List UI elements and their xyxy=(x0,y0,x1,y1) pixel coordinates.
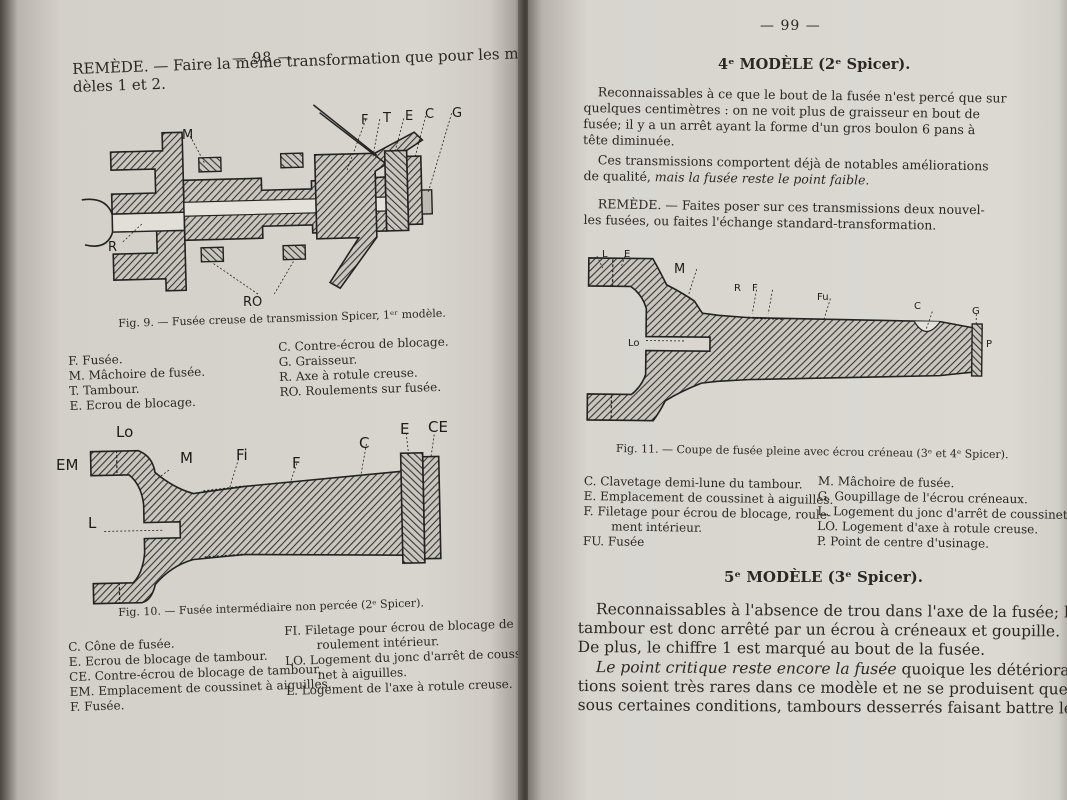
fig10-label-e: E xyxy=(400,420,410,438)
fig9-caption: Fig. 9. — Fusée creuse de transmission S… xyxy=(118,306,446,330)
fig9-locknut xyxy=(405,155,424,226)
fig9-label-f: F xyxy=(361,113,369,128)
fig10-label-m: M xyxy=(180,449,193,467)
fig9-grease-nipple xyxy=(420,189,434,215)
fig9-label-c: C xyxy=(425,107,435,122)
fig9-label-g: G xyxy=(452,106,463,121)
fig11-spindle xyxy=(586,257,975,422)
left-page: — 98 — REMÈDE. — Faire la même transform… xyxy=(0,0,522,800)
fig11-legend-right: M. Mâchoire de fusée. G. Goupillage de l… xyxy=(816,474,1067,551)
paragraph-modele-5-intro: Reconnaissables à l'absence de trou dans… xyxy=(577,600,1067,659)
fig11-nut xyxy=(970,323,983,377)
fig10-label-fi: Fi xyxy=(236,446,248,464)
heading-modele-5: 5ᵉ MODÈLE (3ᵉ Spicer). xyxy=(724,568,923,586)
fig9-yoke-lower xyxy=(112,229,188,292)
right-page: — 99 — 4ᵉ MODÈLE (2ᵉ Spicer). Reconnaiss… xyxy=(528,0,1067,800)
fig10-label-em: EM xyxy=(56,456,79,474)
remede-paragraph: REMÈDE. — Faire la même transformation q… xyxy=(72,43,522,96)
paragraph-modele-5-critical: Le point critique reste encore la fusée … xyxy=(577,658,1067,718)
fig9-yoke-upper xyxy=(109,131,185,215)
figure-11-diagram xyxy=(586,255,983,422)
paragraph-modele-4-intro: Reconnaissables à ce que le bout de la f… xyxy=(583,84,1007,149)
fig11-label-e: E xyxy=(624,249,631,260)
fig10-label-l: L xyxy=(88,514,97,532)
fig10-nut xyxy=(399,451,426,565)
fig10-spindle xyxy=(89,449,406,605)
fig10-legend-right: FI. Filetage pour écrou de blocage de ro… xyxy=(284,616,522,698)
fig11-woodruff-key xyxy=(913,321,941,333)
fig11-label-lo: Lo xyxy=(628,338,640,349)
fig10-label-f: F xyxy=(292,454,301,472)
fig11-label-r: R xyxy=(734,283,741,294)
fig9-label-e: E xyxy=(405,109,414,124)
fig11-label-f: F xyxy=(752,283,758,294)
fig9-label-r: R xyxy=(108,240,118,255)
fig9-label-m: M xyxy=(182,128,194,143)
fig10-label-lo: Lo xyxy=(116,423,134,441)
fig11-label-c: C xyxy=(914,301,921,312)
fig11-label-m: M xyxy=(674,262,686,277)
fig9-label-t: T xyxy=(383,111,391,126)
fig9-legend-right: C. Contre-écrou de blocage. G. Graisseur… xyxy=(278,334,449,399)
heading-modele-4: 4ᵉ MODÈLE (2ᵉ Spicer). xyxy=(718,56,911,73)
fig11-label-l: L xyxy=(602,249,608,260)
page-number-99: — 99 — xyxy=(760,18,821,34)
fig9-legend-left: F. Fusée. M. Mâchoire de fusée. T. Tambo… xyxy=(68,352,206,413)
fig10-locknut xyxy=(421,455,442,560)
figure-10-diagram xyxy=(89,433,442,605)
fig10-label-ce: CE xyxy=(428,418,448,436)
fig9-nut xyxy=(383,149,410,232)
fig9-label-ro: RO xyxy=(243,295,263,310)
fig11-label-g: G xyxy=(972,306,980,317)
fig11-label-p: P xyxy=(986,339,993,350)
figure-9-diagram xyxy=(81,104,453,295)
fig11-legend-left: C. Clavetage demi-lune du tambour. E. Em… xyxy=(582,474,834,549)
fig11-caption: Fig. 11. — Coupe de fusée pleine avec éc… xyxy=(615,442,1009,462)
fig11-label-fu: Fu xyxy=(817,292,829,303)
fig9-drum xyxy=(313,131,424,290)
paragraph-modele-4-quality: Ces transmissions comportent déjà de not… xyxy=(583,152,989,188)
fig10-label-c: C xyxy=(359,434,370,452)
paragraph-modele-4-remede: REMÈDE. — Faites poser sur ces transmiss… xyxy=(583,196,985,233)
